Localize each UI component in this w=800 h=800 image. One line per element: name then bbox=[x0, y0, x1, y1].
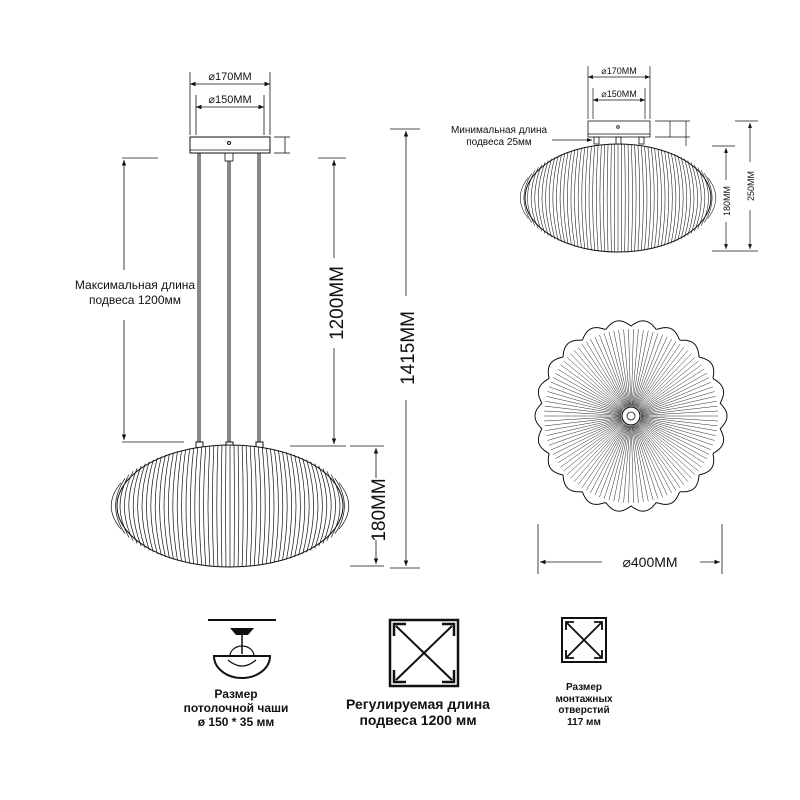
lamp-shade-front bbox=[110, 444, 350, 568]
min-length-note: Минимальная длина подвеса 25мм bbox=[450, 125, 548, 148]
dim-1415-label: 1415MM bbox=[398, 311, 419, 385]
dim-1415 bbox=[390, 128, 420, 569]
adjustable-length-icon bbox=[388, 618, 460, 688]
dim-1200-label: 1200MM bbox=[327, 266, 348, 340]
dim-1200 bbox=[290, 157, 346, 447]
dim-180-main-label: 180MM bbox=[369, 478, 390, 541]
dim-max-length bbox=[121, 157, 184, 443]
lamp-shade-small bbox=[519, 143, 717, 253]
adjustable-length-caption: Регулируемая длина подвеса 1200 мм bbox=[346, 696, 490, 729]
max-length-note: Максимальная длина подвеса 1200мм bbox=[74, 278, 196, 307]
dim-150-small: ⌀150MM bbox=[601, 89, 636, 99]
dim-250-small-label: 250MM bbox=[746, 171, 756, 201]
dim-400-label: ⌀400MM bbox=[622, 554, 677, 570]
mounting-holes-icon bbox=[561, 617, 607, 663]
dim-canopy-main bbox=[189, 72, 290, 154]
ceiling-bowl-icon bbox=[208, 619, 276, 679]
bowl-size-caption: Размер потолочной чаши ø 150 * 35 мм bbox=[183, 687, 289, 729]
dim-400 bbox=[537, 524, 723, 574]
minimum-length-view bbox=[519, 120, 717, 253]
mounting-holes-caption: Размер монтажных отверстий 117 мм bbox=[555, 682, 613, 728]
dim-180-small-label: 180MM bbox=[722, 186, 732, 216]
dim-170-small: ⌀170MM bbox=[601, 66, 636, 76]
dim-canopy-small bbox=[552, 66, 758, 252]
suspension-cables bbox=[197, 153, 261, 444]
flower-ribs bbox=[544, 328, 718, 504]
front-view-pendant bbox=[110, 136, 350, 568]
dim-150-main: ⌀150MM bbox=[208, 94, 251, 106]
bottom-view-shade bbox=[534, 320, 728, 512]
ceiling-canopy bbox=[189, 136, 271, 154]
small-canopy bbox=[587, 120, 651, 138]
dim-170-main: ⌀170MM bbox=[208, 71, 251, 83]
dim-180-main bbox=[350, 445, 384, 567]
